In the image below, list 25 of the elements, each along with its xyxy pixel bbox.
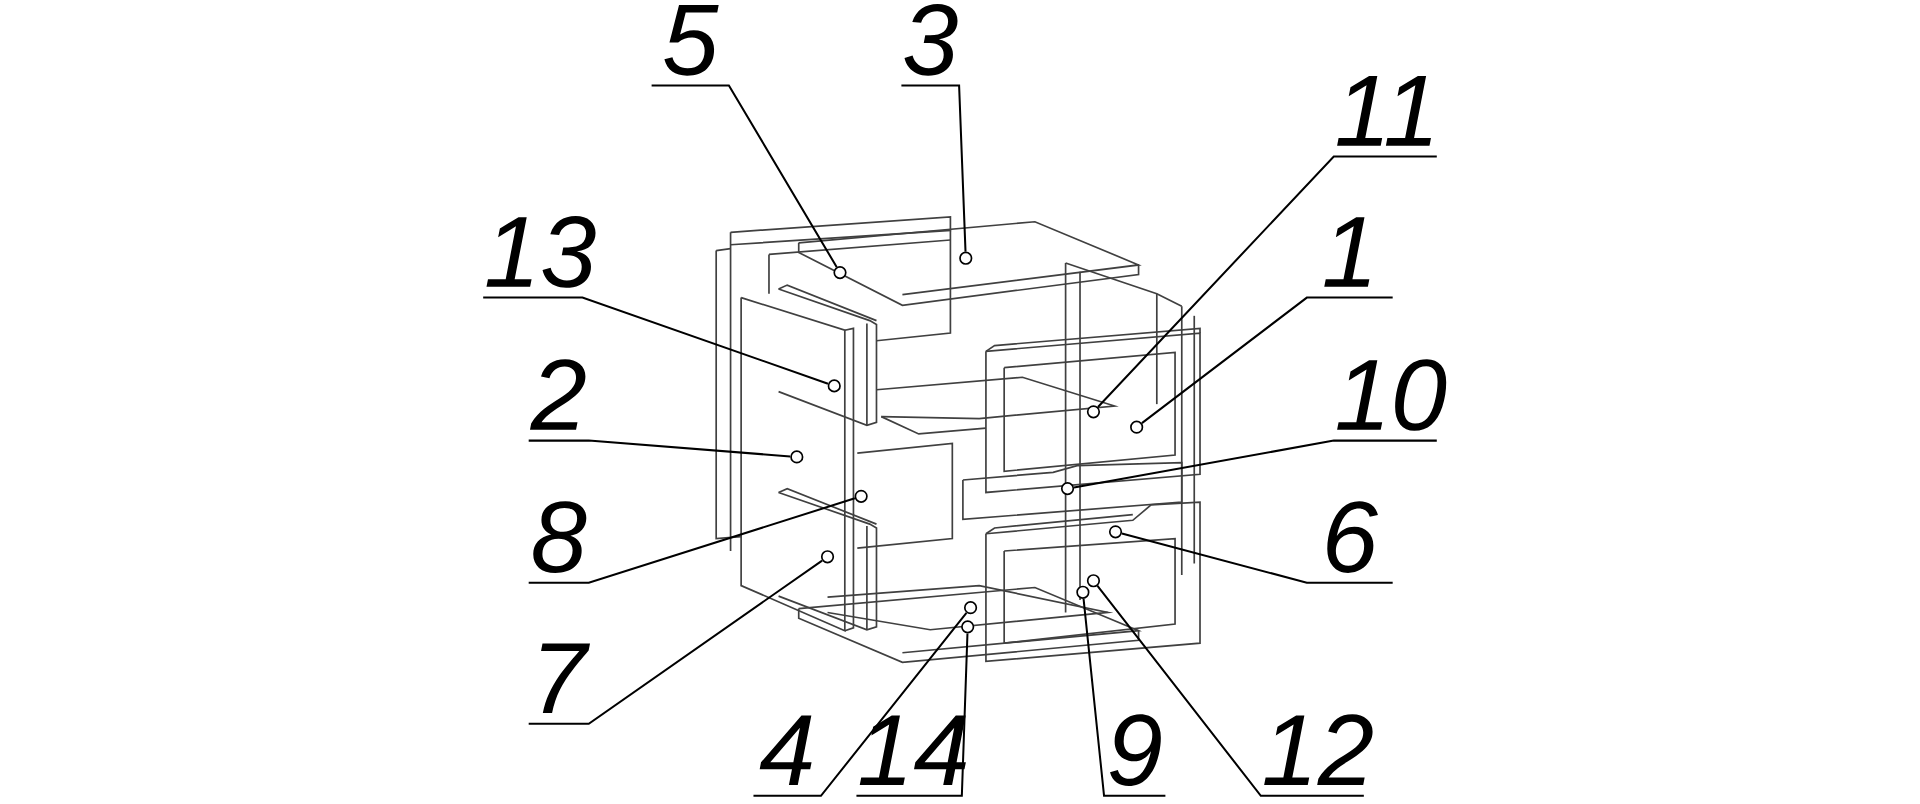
callout-number: 9 [1110, 714, 1161, 786]
leader-line [1082, 598, 1166, 797]
leader-line [1073, 439, 1437, 489]
leader-line [528, 497, 856, 584]
callout-number: 4 [759, 715, 812, 785]
callout-number: 6 [1327, 501, 1378, 573]
callout-number: 11 [1337, 75, 1431, 146]
leader-line [528, 559, 823, 725]
leader-line [528, 439, 791, 458]
leader-line [901, 84, 967, 252]
callout-number: 3 [904, 3, 958, 76]
callout-number: 7 [541, 643, 590, 713]
leader-line [1097, 155, 1437, 408]
leader-line [1096, 585, 1364, 797]
leader-line [1141, 296, 1393, 424]
callout-number: 13 [486, 215, 596, 288]
leader-line [1121, 532, 1393, 584]
callout-number: 10 [1337, 358, 1447, 431]
callout-number: 5 [664, 4, 719, 76]
leader-line [651, 84, 838, 268]
callout-number: 1 [1324, 216, 1370, 287]
leader-line [483, 296, 829, 385]
callout-number: 12 [1264, 714, 1373, 785]
callout-number: 8 [533, 501, 587, 573]
callout-number: 2 [530, 358, 586, 430]
